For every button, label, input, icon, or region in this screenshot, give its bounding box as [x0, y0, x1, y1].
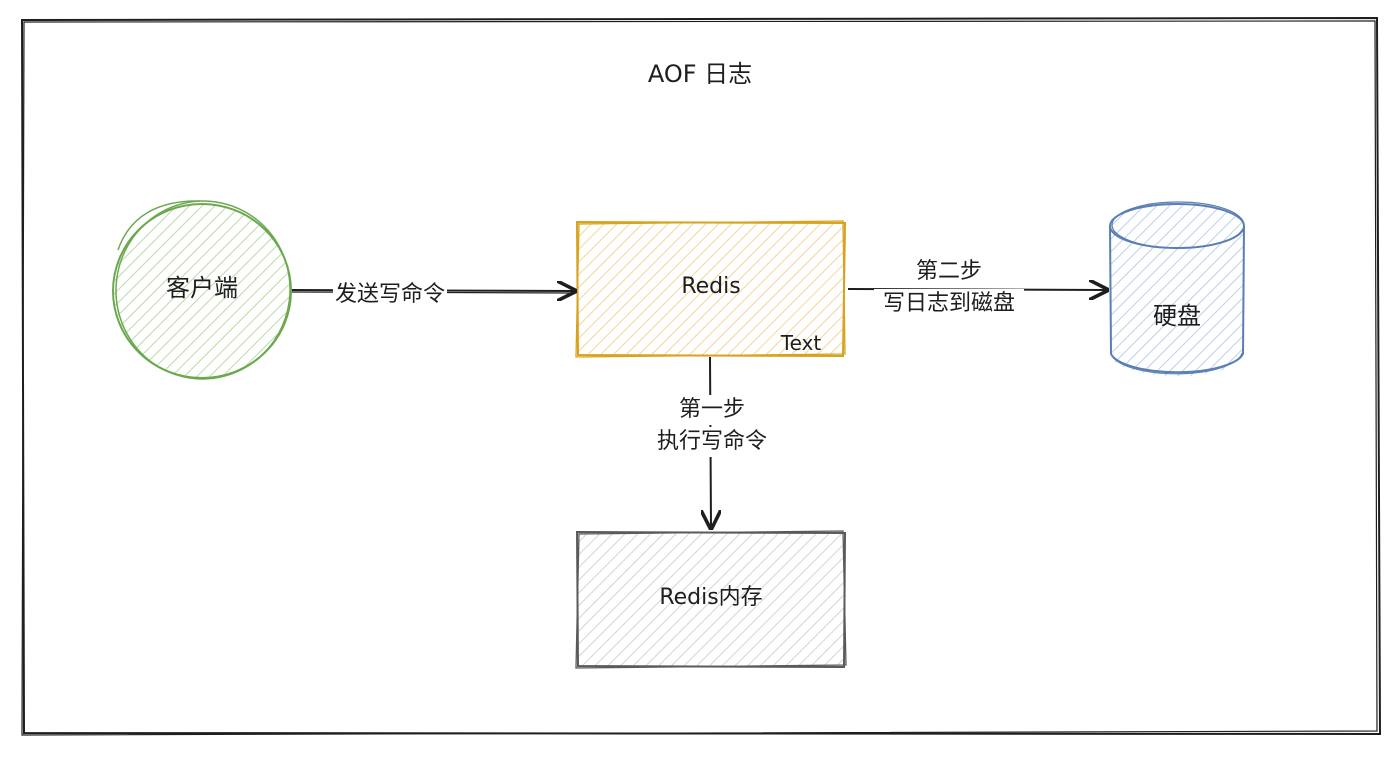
- outer-frame: [20, 16, 1382, 736]
- disk-node-label: 硬盘: [1153, 302, 1201, 330]
- client-node-label: 客户端: [166, 274, 238, 302]
- redis-node-label: Redis: [681, 274, 741, 299]
- edge-label-execute-write-command: 执行写命令: [638, 427, 786, 457]
- edge-label-send-write-command: 发送写命令: [333, 280, 448, 310]
- diagram-title: AOF 日志: [647, 60, 753, 88]
- redis-node-shape: [575, 220, 847, 358]
- edge-label-step-two: 第二步: [874, 257, 1024, 287]
- edge-label-write-log-to-disk: 写日志到磁盘: [874, 289, 1024, 319]
- disk-node-shape: [1109, 201, 1245, 376]
- redis-node-sub-label: Text: [780, 331, 822, 355]
- memory-node-label: Redis内存: [659, 585, 763, 610]
- memory-node-shape: [575, 530, 847, 669]
- client-node-shape: [112, 200, 292, 380]
- edge-label-step-one: 第一步: [638, 395, 786, 425]
